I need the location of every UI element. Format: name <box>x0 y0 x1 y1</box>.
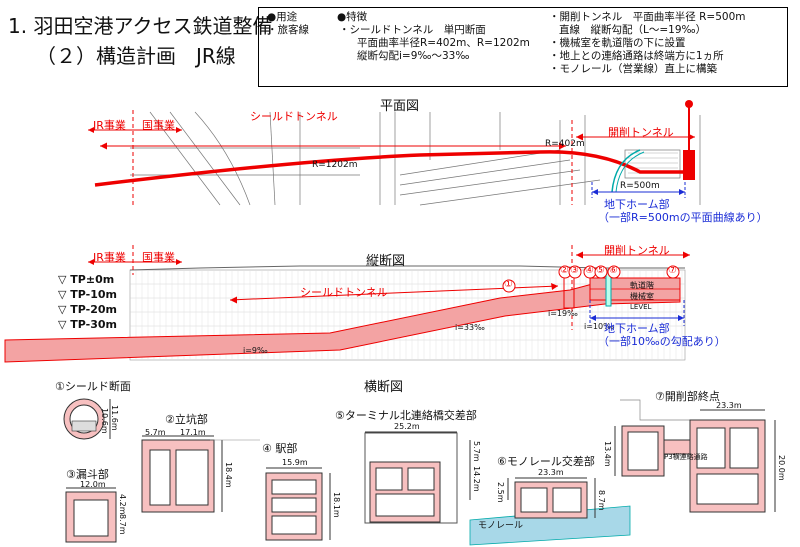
tp-30-label: ▽ TP-30m <box>58 318 117 331</box>
plan-r1202: R=1202m <box>312 160 358 170</box>
gradient-19: i=19‰ <box>548 309 578 318</box>
section-3-h1: 4.2m <box>118 494 127 515</box>
use-heading: ●用途 <box>267 11 298 23</box>
section-5-h2: 14.2m <box>472 466 481 492</box>
profile-shield-label: シールドトンネル <box>300 286 388 299</box>
feature-box: ●用途 ・旅客線 ●特徴 ・シールドトンネル 単円断面 平面曲率半径R=402m… <box>258 7 788 87</box>
profile-country-zone: 国事業 <box>142 251 175 264</box>
plan-r500: R=500m <box>620 181 660 191</box>
feature-shield: ・シールドトンネル 単円断面 <box>339 24 486 36</box>
profile-title: 縦断図 <box>366 254 406 269</box>
tp-10-label: ▽ TP-10m <box>58 288 117 301</box>
page-subtitle: （２）構造計画 JR線 <box>36 44 236 68</box>
track-level-label: 軌道階 <box>630 281 654 290</box>
section-2-w1: 5.7m <box>145 428 166 437</box>
plan-view <box>88 100 701 206</box>
plan-shield-label: シールドトンネル <box>250 110 338 123</box>
section-7-title: ⑦開削部終点 <box>655 390 720 403</box>
profile-platform: 地下ホーム部 <box>604 322 670 335</box>
profile-platform-note: （一部10‰の勾配あり） <box>598 335 726 348</box>
plan-platform-note: （一部R=500mの平面曲線あり） <box>598 211 768 224</box>
use-value: ・旅客線 <box>267 24 309 36</box>
section-2-w2: 17.1m <box>180 428 206 437</box>
tp-0-label: ▽ TP±0m <box>58 273 115 286</box>
feature-straight: 直線 縦断勾配（L～=19‰） <box>559 24 707 36</box>
section-2-title: ②立坑部 <box>165 413 208 426</box>
tp-20-label: ▽ TP-20m <box>58 303 117 316</box>
marker-4: ④ <box>585 265 594 276</box>
section-6-h2: 8.7m <box>597 490 606 511</box>
profile-view <box>4 245 690 363</box>
section-6-w: 23.3m <box>538 468 564 477</box>
plan-title: 平面図 <box>380 99 420 114</box>
marker-1: ① <box>504 279 513 290</box>
section-7-h1: 13.4m <box>603 441 612 467</box>
feature-heading: ●特徴 <box>337 11 368 23</box>
section-1-title: ①シールド断面 <box>55 380 131 393</box>
gradient-10: i=10‰ <box>584 322 614 331</box>
feature-machine: ・機械室を軌道階の下に設置 <box>549 37 686 49</box>
marker-6: ⑥ <box>609 265 618 276</box>
plan-platform: 地下ホーム部 <box>604 198 670 211</box>
section-1-d1: 11.6m <box>110 405 119 431</box>
marker-7: ⑦ <box>668 265 677 276</box>
feature-gradient: 縦断勾配i=9‰～33‰ <box>357 50 470 62</box>
profile-cut-label: 開削トンネル <box>604 244 670 257</box>
section-1-d2: 10.6m <box>100 408 109 434</box>
plan-cut-label: 開削トンネル <box>608 126 674 139</box>
section-6-h1: 2.5m <box>496 482 505 503</box>
section-5-title: ⑤ターミナル北連絡橋交差部 <box>335 409 477 422</box>
feature-radius: 平面曲率半径R=402m、R=1202m <box>357 37 530 49</box>
section-3-w: 12.0m <box>80 480 106 489</box>
section-6-title: ⑥モノレール交差部 <box>497 455 595 468</box>
section-6-monorail: モノレール <box>478 521 524 531</box>
section-7-h2: 20.0m <box>777 455 786 481</box>
section-4-w: 15.9m <box>282 458 308 467</box>
section-5-h1: 5.7m <box>472 441 481 462</box>
section-7-note: P3横連絡通路 <box>664 453 708 461</box>
cross-title: 横断図 <box>364 380 404 395</box>
feature-passage: ・地上との連絡通路は終端方に1ヵ所 <box>549 50 724 62</box>
marker-3: ③ <box>570 265 579 276</box>
plan-jr-zone: JR事業 <box>93 119 126 132</box>
section-4-h: 18.1m <box>332 492 341 518</box>
plan-country-zone: 国事業 <box>142 119 175 132</box>
section-5-w: 25.2m <box>394 422 420 431</box>
section-2-h: 18.4m <box>224 462 233 488</box>
marker-5: ⑤ <box>596 265 605 276</box>
level-label: LEVEL <box>630 303 652 311</box>
profile-jr-zone: JR事業 <box>93 251 126 264</box>
gradient-9: i=9‰ <box>243 346 268 355</box>
page-title: 1. 羽田空港アクセス鉄道整備 <box>8 14 273 38</box>
section-3-title: ③漏斗部 <box>66 468 109 481</box>
section-4-title: ④ 駅部 <box>262 442 298 455</box>
cross-sections <box>63 398 776 546</box>
section-7-w: 23.3m <box>716 401 742 410</box>
feature-monorail: ・モノレール（営業線）直上に構築 <box>549 63 717 75</box>
feature-cut: ・開削トンネル 平面曲率半径 R=500m <box>549 11 746 23</box>
machine-room-label: 機械室 <box>630 292 654 301</box>
marker-2: ② <box>560 265 569 276</box>
plan-r402: R=402m <box>545 139 585 149</box>
section-3-h2: 8.7m <box>118 514 127 535</box>
gradient-33: i=33‰ <box>455 323 485 332</box>
